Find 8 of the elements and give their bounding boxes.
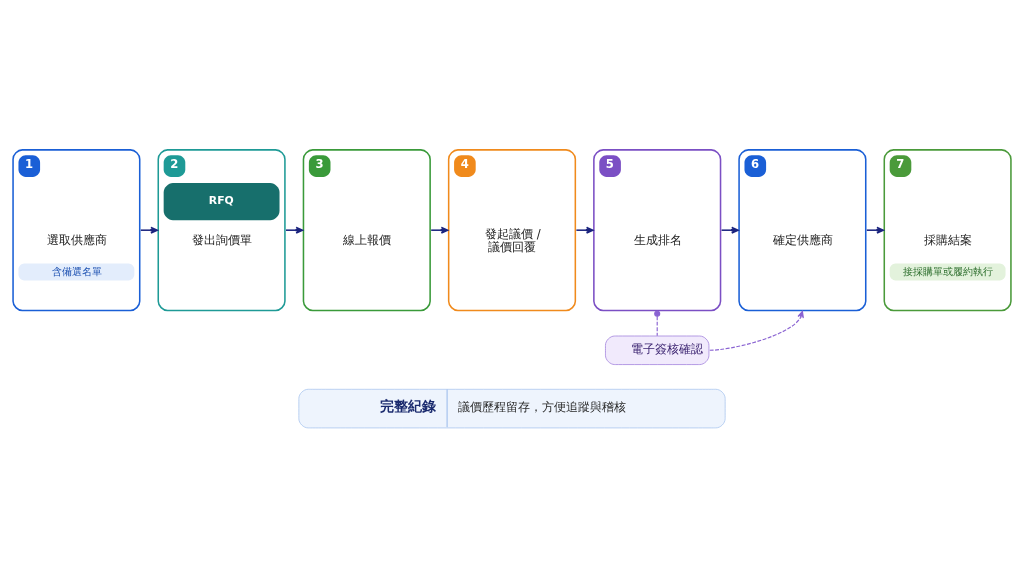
- arrow: [720, 226, 739, 234]
- arrow: [285, 226, 304, 234]
- arrow: [430, 226, 449, 234]
- connector: [654, 310, 661, 336]
- arrow: [575, 226, 594, 234]
- arrow: [866, 226, 884, 234]
- arrow: [709, 310, 804, 351]
- arrow: [140, 226, 158, 234]
